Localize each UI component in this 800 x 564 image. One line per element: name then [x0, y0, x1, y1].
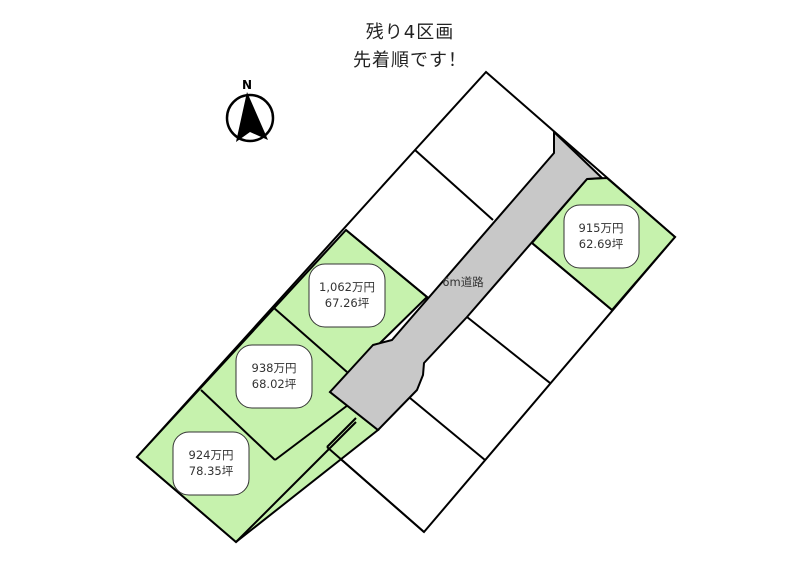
road-6m	[329, 131, 603, 431]
header-line-1: 残り4区画	[365, 22, 455, 43]
lot-label-915: 915万円 62.69坪	[563, 204, 640, 269]
lot-label-924: 924万円 78.35坪	[172, 431, 250, 496]
lot-area: 62.69坪	[579, 237, 624, 251]
lot-price: 924万円	[189, 448, 234, 462]
road-label: 6m道路	[442, 275, 484, 289]
lot-price: 1,062万円	[319, 280, 375, 294]
lot-area: 78.35坪	[189, 464, 234, 478]
lot-area: 67.26坪	[325, 296, 370, 310]
lot-area: 68.02坪	[252, 377, 297, 391]
lot-price: 915万円	[579, 221, 624, 235]
header-line-2: 先着順です！	[353, 50, 467, 71]
lot-label-1062: 1,062万円 67.26坪	[308, 263, 386, 328]
north-compass-icon: N	[225, 78, 275, 143]
lot-lines	[200, 149, 613, 543]
lot-label-938: 938万円 68.02坪	[235, 344, 313, 409]
lot-price: 938万円	[252, 361, 297, 375]
north-label: N	[242, 78, 252, 92]
